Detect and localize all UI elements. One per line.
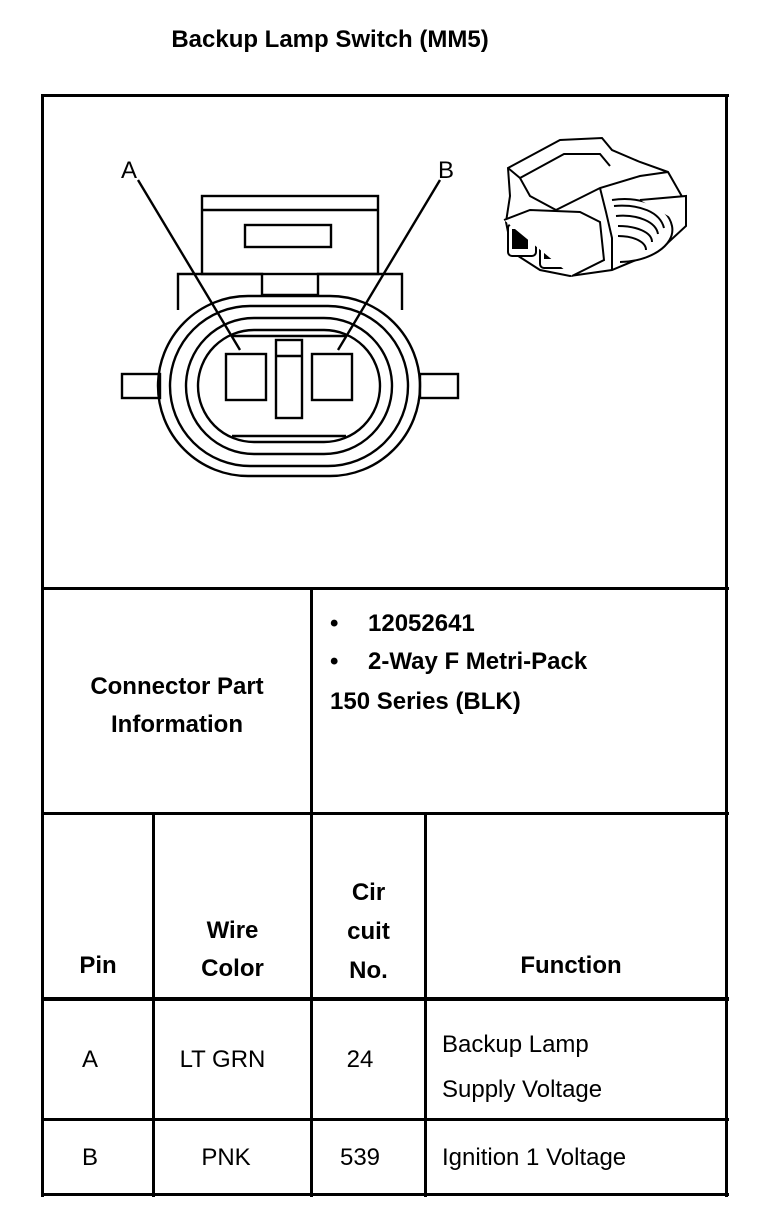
row-a-function-line1: Backup Lamp bbox=[442, 1031, 589, 1058]
header-wire-color: Wire Color bbox=[155, 912, 310, 988]
header-function: Function bbox=[520, 952, 622, 979]
row-a-circuit: 24 bbox=[346, 1046, 374, 1073]
part-number-bullet: • 12052641 bbox=[330, 610, 475, 638]
pin-label-a: A bbox=[121, 157, 137, 184]
header-circuit-line1: Cir bbox=[351, 879, 386, 906]
header-wire-color-line2: Color bbox=[201, 955, 264, 982]
part-type: 2-Way F Metri-Pack bbox=[368, 648, 588, 675]
part-number: 12052641 bbox=[368, 610, 475, 637]
connector-info-label: Connector Part Information bbox=[44, 668, 310, 744]
page-title: Backup Lamp Switch (MM5) bbox=[171, 26, 489, 53]
connector-face-diagram: A B bbox=[120, 136, 688, 478]
header-circuit-number: Cir cuit No. bbox=[313, 873, 424, 990]
row-b-pin: B bbox=[81, 1144, 98, 1171]
part-series: 150 Series (BLK) bbox=[330, 688, 521, 716]
info-divider bbox=[310, 587, 313, 815]
info-bottom-border bbox=[41, 812, 729, 815]
col-divider-pin bbox=[152, 812, 155, 1197]
col-divider-circuit bbox=[424, 812, 427, 1197]
frame-right-border bbox=[725, 94, 728, 1197]
row-a-wire-color: LT GRN bbox=[179, 1046, 266, 1073]
header-pin: Pin bbox=[79, 952, 117, 979]
row-b-function: Ignition 1 Voltage bbox=[442, 1144, 627, 1171]
bullet-glyph: • bbox=[330, 610, 339, 637]
part-type-bullet: • 2-Way F Metri-Pack bbox=[330, 648, 587, 676]
header-circuit-line3: No. bbox=[349, 957, 388, 984]
row-a-pin: A bbox=[81, 1046, 98, 1073]
row-a-bottom-border bbox=[41, 1118, 729, 1121]
connector-3d-illustration bbox=[503, 136, 688, 278]
bullet-glyph: • bbox=[330, 648, 339, 675]
connector-info-label-line2: Information bbox=[111, 711, 243, 738]
frame-top-border bbox=[41, 94, 729, 97]
header-circuit-line2: cuit bbox=[347, 918, 390, 945]
diagram-bottom-border bbox=[41, 587, 729, 590]
row-a-function: Backup Lamp Supply Voltage bbox=[442, 1022, 722, 1112]
frame-bottom-border bbox=[41, 1193, 729, 1196]
connector-info-label-line1: Connector Part bbox=[90, 673, 264, 700]
row-b-wire-color: PNK bbox=[201, 1144, 251, 1171]
header-wire-color-line1: Wire bbox=[206, 917, 259, 944]
row-b-circuit: 539 bbox=[339, 1144, 381, 1171]
frame-left-border bbox=[41, 94, 44, 1197]
pin-label-b: B bbox=[438, 157, 454, 184]
col-divider-wire bbox=[310, 812, 313, 1197]
part-series-text: 150 Series (BLK) bbox=[330, 688, 521, 715]
header-bottom-border bbox=[41, 997, 729, 1001]
row-a-function-line2: Supply Voltage bbox=[442, 1076, 603, 1103]
